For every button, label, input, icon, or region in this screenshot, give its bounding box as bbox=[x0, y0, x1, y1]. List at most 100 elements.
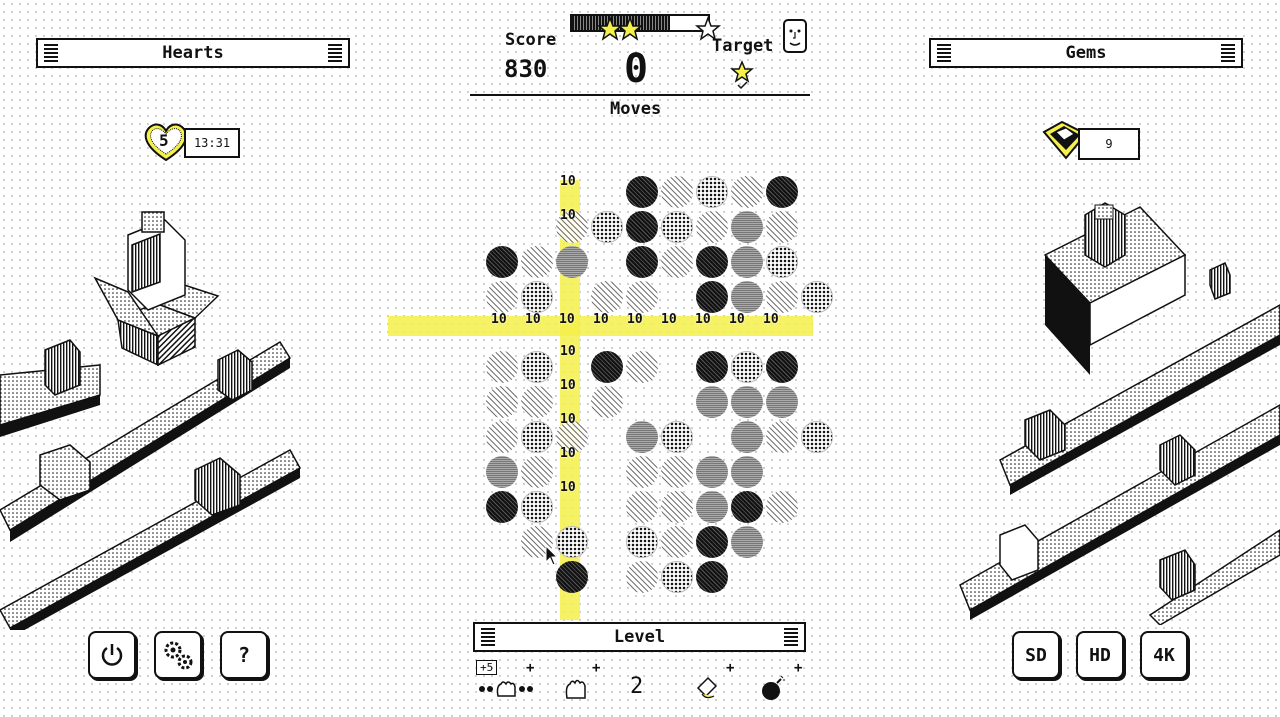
board-tile[interactable] bbox=[486, 281, 518, 313]
board-tile[interactable] bbox=[521, 456, 553, 488]
help-button[interactable]: ? bbox=[220, 631, 268, 679]
board-tile[interactable] bbox=[626, 421, 658, 453]
board-tile[interactable] bbox=[591, 211, 623, 243]
star-2-icon bbox=[616, 15, 644, 41]
board-tile[interactable] bbox=[801, 281, 833, 313]
board-tile[interactable] bbox=[486, 421, 518, 453]
board-tile[interactable] bbox=[556, 421, 588, 453]
board-tile[interactable] bbox=[731, 211, 763, 243]
resolution-hd-button[interactable]: HD bbox=[1076, 631, 1124, 679]
power-icon bbox=[101, 644, 123, 666]
booster-1-plus[interactable]: + bbox=[526, 660, 535, 676]
bonus-points-label: 10 bbox=[763, 312, 779, 327]
board-tile[interactable] bbox=[766, 246, 798, 278]
board-tile[interactable] bbox=[766, 491, 798, 523]
board-tile[interactable] bbox=[661, 211, 693, 243]
board-tile[interactable] bbox=[661, 176, 693, 208]
board-tile[interactable] bbox=[661, 246, 693, 278]
star-progress-fill bbox=[572, 16, 670, 30]
hd-label: HD bbox=[1089, 644, 1111, 666]
board-tile[interactable] bbox=[731, 246, 763, 278]
board-tile[interactable] bbox=[626, 246, 658, 278]
board-tile[interactable] bbox=[626, 526, 658, 558]
booster-3-plus[interactable]: + bbox=[726, 660, 735, 676]
board-tile[interactable] bbox=[766, 176, 798, 208]
board-tile[interactable] bbox=[696, 456, 728, 488]
board-tile[interactable] bbox=[766, 421, 798, 453]
board-tile[interactable] bbox=[696, 526, 728, 558]
board-tile[interactable] bbox=[486, 456, 518, 488]
factory-scene-right bbox=[959, 202, 1280, 625]
booster-2-plus[interactable]: + bbox=[592, 660, 601, 676]
hand-booster-icon[interactable] bbox=[562, 676, 588, 702]
board-tile[interactable] bbox=[766, 211, 798, 243]
board-tile[interactable] bbox=[731, 491, 763, 523]
board-tile[interactable] bbox=[486, 351, 518, 383]
board-tile[interactable] bbox=[766, 351, 798, 383]
bonus-points-label: 10 bbox=[560, 174, 576, 189]
board-tile[interactable] bbox=[696, 561, 728, 593]
board-tile[interactable] bbox=[696, 386, 728, 418]
paint-bucket-booster-icon[interactable] bbox=[694, 674, 720, 702]
bomb-booster-icon[interactable] bbox=[760, 674, 786, 702]
board-tile[interactable] bbox=[696, 351, 728, 383]
board-tile[interactable] bbox=[521, 491, 553, 523]
board-tile[interactable] bbox=[591, 281, 623, 313]
board-tile[interactable] bbox=[696, 211, 728, 243]
board-tile[interactable] bbox=[696, 176, 728, 208]
board-tile[interactable] bbox=[521, 246, 553, 278]
settings-button[interactable] bbox=[154, 631, 202, 679]
board-tile[interactable] bbox=[591, 386, 623, 418]
board-tile[interactable] bbox=[696, 281, 728, 313]
conveyor-belt-2 bbox=[0, 340, 292, 542]
resolution-sd-button[interactable]: SD bbox=[1012, 631, 1060, 679]
resolution-4k-button[interactable]: 4K bbox=[1140, 631, 1188, 679]
board-tile[interactable] bbox=[556, 526, 588, 558]
board-tile[interactable] bbox=[626, 491, 658, 523]
factory-scene-left bbox=[0, 211, 302, 630]
board-tile[interactable] bbox=[486, 386, 518, 418]
board-tile[interactable] bbox=[731, 281, 763, 313]
board-tile[interactable] bbox=[661, 491, 693, 523]
board-tile[interactable] bbox=[556, 561, 588, 593]
board-tile[interactable] bbox=[661, 456, 693, 488]
board-tile[interactable] bbox=[801, 421, 833, 453]
board-tile[interactable] bbox=[731, 351, 763, 383]
board-tile[interactable] bbox=[591, 351, 623, 383]
board-tile[interactable] bbox=[521, 421, 553, 453]
board-tile[interactable] bbox=[486, 246, 518, 278]
board-tile[interactable] bbox=[626, 281, 658, 313]
board-tile[interactable] bbox=[731, 526, 763, 558]
hud-divider bbox=[470, 94, 810, 96]
power-button[interactable] bbox=[88, 631, 136, 679]
board-tile[interactable] bbox=[521, 281, 553, 313]
board-tile[interactable] bbox=[661, 421, 693, 453]
board-tile[interactable] bbox=[556, 246, 588, 278]
bonus-points-label: 10 bbox=[560, 208, 576, 223]
board-tile[interactable] bbox=[626, 211, 658, 243]
board-tile[interactable] bbox=[556, 211, 588, 243]
booster-4-plus[interactable]: + bbox=[794, 660, 803, 676]
board-tile[interactable] bbox=[731, 176, 763, 208]
board-tile[interactable] bbox=[731, 386, 763, 418]
board-tile[interactable] bbox=[766, 281, 798, 313]
board-tile[interactable] bbox=[626, 561, 658, 593]
board-tile[interactable] bbox=[521, 351, 553, 383]
board-tile[interactable] bbox=[731, 421, 763, 453]
board-tile[interactable] bbox=[521, 386, 553, 418]
board-tile[interactable] bbox=[731, 456, 763, 488]
gears-icon bbox=[164, 641, 193, 670]
target-label: Target bbox=[712, 36, 774, 56]
swap-hand-booster-icon[interactable] bbox=[476, 676, 536, 702]
mouse-cursor-icon bbox=[545, 545, 559, 566]
score-value: 830 bbox=[504, 55, 548, 83]
board-tile[interactable] bbox=[486, 491, 518, 523]
board-tile[interactable] bbox=[661, 561, 693, 593]
board-tile[interactable] bbox=[766, 386, 798, 418]
board-tile[interactable] bbox=[696, 491, 728, 523]
board-tile[interactable] bbox=[661, 526, 693, 558]
board-tile[interactable] bbox=[626, 351, 658, 383]
board-tile[interactable] bbox=[696, 246, 728, 278]
board-tile[interactable] bbox=[626, 456, 658, 488]
board-tile[interactable] bbox=[626, 176, 658, 208]
